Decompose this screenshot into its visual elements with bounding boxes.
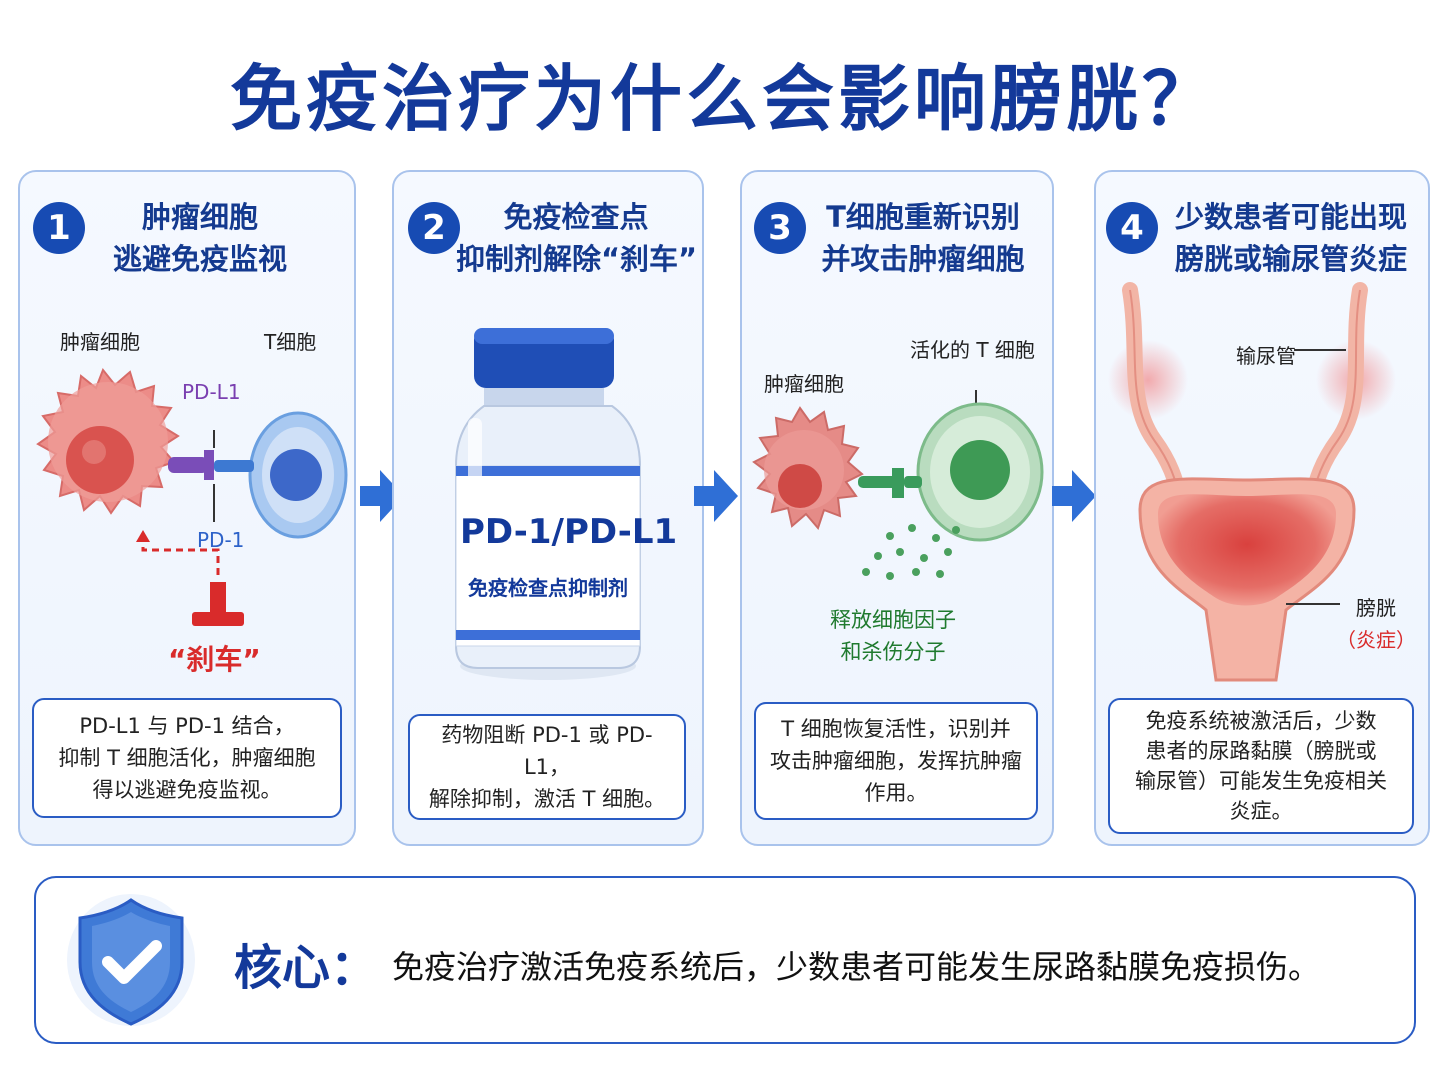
panel-2-title-line1: 免疫检查点 [503,200,649,234]
inflammation-label: （炎症） [1336,628,1416,652]
panel-1-desc-line1: PD-L1 与 PD-1 结合， [79,714,295,738]
panel-4-desc-line3: 输尿管）可能发生免疫相关 [1135,769,1387,793]
panel-3-title-line1: T细胞重新识别 [826,200,1020,234]
step-number-1: 1 [33,202,85,254]
panel-1-desc-line2: 抑制 T 细胞活化，肿瘤细胞 [58,746,316,770]
active-tcell-label: 活化的 T 细胞 [910,338,1035,362]
panel-4-description: 免疫系统被激活后，少数 患者的尿路黏膜（膀胱或 输尿管）可能发生免疫相关 炎症。 [1108,698,1414,834]
tumor-cell-icon [36,368,180,515]
pd1-label: PD-1 [197,528,245,552]
ureter-label: 输尿管 [1236,344,1296,368]
step-number-4: 4 [1106,202,1158,254]
panel-4-desc-line2: 患者的尿路黏膜（膀胱或 [1145,739,1377,763]
panel-1-illustration [36,368,348,626]
arrow-right-icon [360,470,404,522]
panel-3-illustration [752,390,1044,580]
receptor-binding-icon [858,468,922,498]
panel-1-title-line1: 肿瘤细胞 [141,200,258,234]
bladder-label: 膀胱 [1356,596,1396,620]
tumor-cell-icon [752,406,864,530]
summary-text: 免疫治疗激活免疫系统后，少数患者可能发生尿路黏膜免疫损伤。 [392,948,1321,986]
step-number-2: 2 [408,202,460,254]
panel-2-description: 药物阻断 PD-1 或 PD-L1， 解除抑制，激活 T 细胞。 [408,714,686,820]
bottle-main-label: PD-1/PD-L1 [460,512,678,552]
brake-icon [136,530,244,626]
panel-1-tumor-label: 肿瘤细胞 [60,330,140,354]
t-cell-icon [916,402,1044,542]
panel-1-desc-line3: 得以逃避免疫监视。 [92,778,282,802]
brake-label: “刹车” [168,643,261,676]
summary-label: 核心： [234,940,379,996]
cytokine-dots-icon [862,524,960,580]
bottle-sub-label: 免疫检查点抑制剂 [468,576,628,600]
pdl1-label: PD-L1 [182,380,241,404]
panel-3-title-line2: 并攻击肿瘤细胞 [821,242,1025,276]
bladder-illustration [1108,282,1396,682]
step-number-3: 3 [754,202,806,254]
panel-4-title-line2: 膀胱或输尿管炎症 [1174,242,1407,276]
panel-4-title-line1: 少数患者可能出现 [1174,200,1407,234]
page-title: 免疫治疗为什么会影响膀胱？ [229,57,1218,141]
panel-3-description: T 细胞恢复活性，识别并 攻击肿瘤细胞，发挥抗肿瘤 作用。 [754,702,1038,820]
summary-box [34,876,1416,1044]
panel-4-desc-line4: 炎症。 [1229,799,1293,823]
arrow-right-icon [694,470,738,522]
panel-2-desc-line2: 解除抑制，激活 T 细胞。 [428,787,666,811]
panel-3-tumor-label: 肿瘤细胞 [764,372,844,396]
panel-1-tcell-label: T细胞 [264,330,317,354]
panel-2-desc-line1: 药物阻断 PD-1 或 PD-L1， [441,723,653,779]
panel-3-desc-line1: T 细胞恢复活性，识别并 [781,717,1011,741]
panel-1-title-line2: 逃避免疫监视 [112,242,287,276]
panel-1-description: PD-L1 与 PD-1 结合， 抑制 T 细胞活化，肿瘤细胞 得以逃避免疫监视… [32,698,342,818]
pdl1-pd1-binding-icon [168,430,254,522]
shield-check-icon [67,894,195,1026]
arrow-right-icon [1052,470,1096,522]
panel-2-title-line2: 抑制剂解除“刹车” [456,242,698,276]
panel-3-desc-line2: 攻击肿瘤细胞，发挥抗肿瘤 [770,749,1022,773]
t-cell-icon [248,411,348,539]
release-label-line1: 释放细胞因子 [830,608,956,632]
drug-bottle-icon [455,328,641,680]
release-label-line2: 和杀伤分子 [840,640,946,664]
panel-3-desc-line3: 作用。 [864,781,928,805]
panel-4-desc-line1: 免疫系统被激活后，少数 [1145,709,1377,733]
